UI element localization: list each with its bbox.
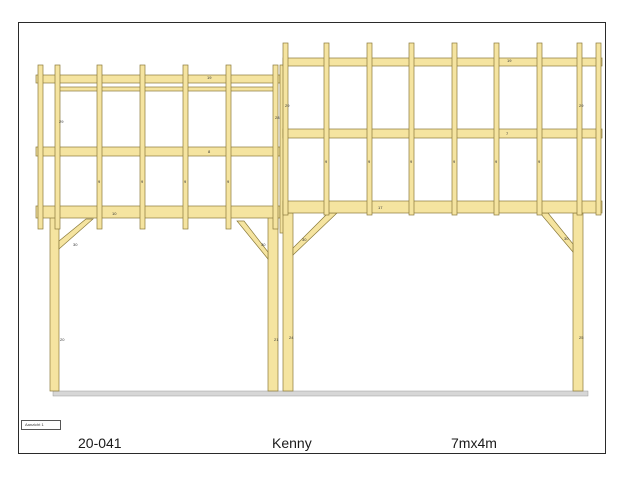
brace-right-2 xyxy=(539,212,574,253)
label-rafter-3: 9 xyxy=(184,179,187,184)
label-rafter-10: 9 xyxy=(538,159,541,164)
dimensions: 7mx4m xyxy=(451,435,497,451)
label-purlin-right: 7 xyxy=(506,131,509,136)
post-right xyxy=(572,212,584,392)
rafter-right-6 xyxy=(493,42,500,216)
view-legend-label: Aanzicht 1 xyxy=(25,422,44,427)
purlin-right xyxy=(282,128,603,139)
label-rafter-7: 9 xyxy=(410,159,413,164)
timber-frame-elevation: 19 19 8 7 10 17 30 30 30 30 20 21 24 25 … xyxy=(35,42,603,397)
label-brace-2: 30 xyxy=(261,242,266,247)
rafter-left-7 xyxy=(272,64,279,230)
rafter-left-3 xyxy=(96,64,103,230)
beam-right xyxy=(282,200,603,214)
rafter-left-5 xyxy=(182,64,189,230)
label-post-mid-right: 24 xyxy=(289,335,294,340)
ground-line xyxy=(52,390,589,397)
label-rafter-4: 9 xyxy=(227,179,230,184)
rafter-right-8 xyxy=(576,42,583,216)
post-left xyxy=(49,208,60,392)
rafter-right-7 xyxy=(536,42,543,216)
label-end-rafter-left: 29 xyxy=(59,119,64,124)
label-rafter-2: 9 xyxy=(141,179,144,184)
label-post-mid-left: 21 xyxy=(274,337,279,342)
project-number: 20-041 xyxy=(78,435,122,451)
label-rafter-8: 9 xyxy=(453,159,456,164)
label-rafter-9: 9 xyxy=(495,159,498,164)
ridge-right xyxy=(282,57,603,67)
post-mid-right xyxy=(282,212,294,392)
label-purlin-left: 8 xyxy=(208,149,211,154)
label-rafter-5: 9 xyxy=(325,159,328,164)
label-post-right: 25 xyxy=(579,335,584,340)
drawing-sheet: 19 19 8 7 10 17 30 30 30 30 20 21 24 25 … xyxy=(18,22,606,454)
rafter-right-3 xyxy=(366,42,373,216)
rafter-left-1 xyxy=(37,64,44,230)
label-end-rafter-right: 29 xyxy=(579,103,584,108)
label-ridge-right: 19 xyxy=(507,58,512,63)
rafter-right-2 xyxy=(323,42,330,216)
label-brace-1: 30 xyxy=(73,242,78,247)
brace-left-1 xyxy=(58,218,94,250)
rafter-left-4 xyxy=(139,64,146,230)
ridge-left xyxy=(35,74,281,84)
rafter-right-5 xyxy=(451,42,458,216)
label-post-left: 20 xyxy=(60,337,65,342)
brace-left-2 xyxy=(236,220,269,260)
rafter-right-1 xyxy=(282,42,289,216)
post-mid-left xyxy=(267,208,279,392)
view-legend: Aanzicht 1 xyxy=(21,420,61,430)
client-name: Kenny xyxy=(272,435,312,451)
brace-right-1 xyxy=(292,212,338,256)
rafter-right-4 xyxy=(408,42,415,216)
rafter-left-6 xyxy=(225,64,232,230)
beam-left xyxy=(35,205,281,219)
rafter-right-9 xyxy=(595,42,602,216)
label-beam-right: 17 xyxy=(378,205,383,210)
label-beam-left: 10 xyxy=(112,211,117,216)
plate-left xyxy=(55,86,277,92)
label-ridge-left: 19 xyxy=(207,75,212,80)
label-brace-3: 30 xyxy=(302,237,307,242)
label-rafter-6: 9 xyxy=(368,159,371,164)
label-end-rafter-mid: 29 xyxy=(285,103,290,108)
purlin-left xyxy=(35,146,281,157)
label-brace-4: 30 xyxy=(564,236,569,241)
label-rafter-1: 9 xyxy=(98,179,101,184)
label-corner-rafter: 28 xyxy=(275,115,280,120)
rafter-left-2 xyxy=(54,64,61,230)
